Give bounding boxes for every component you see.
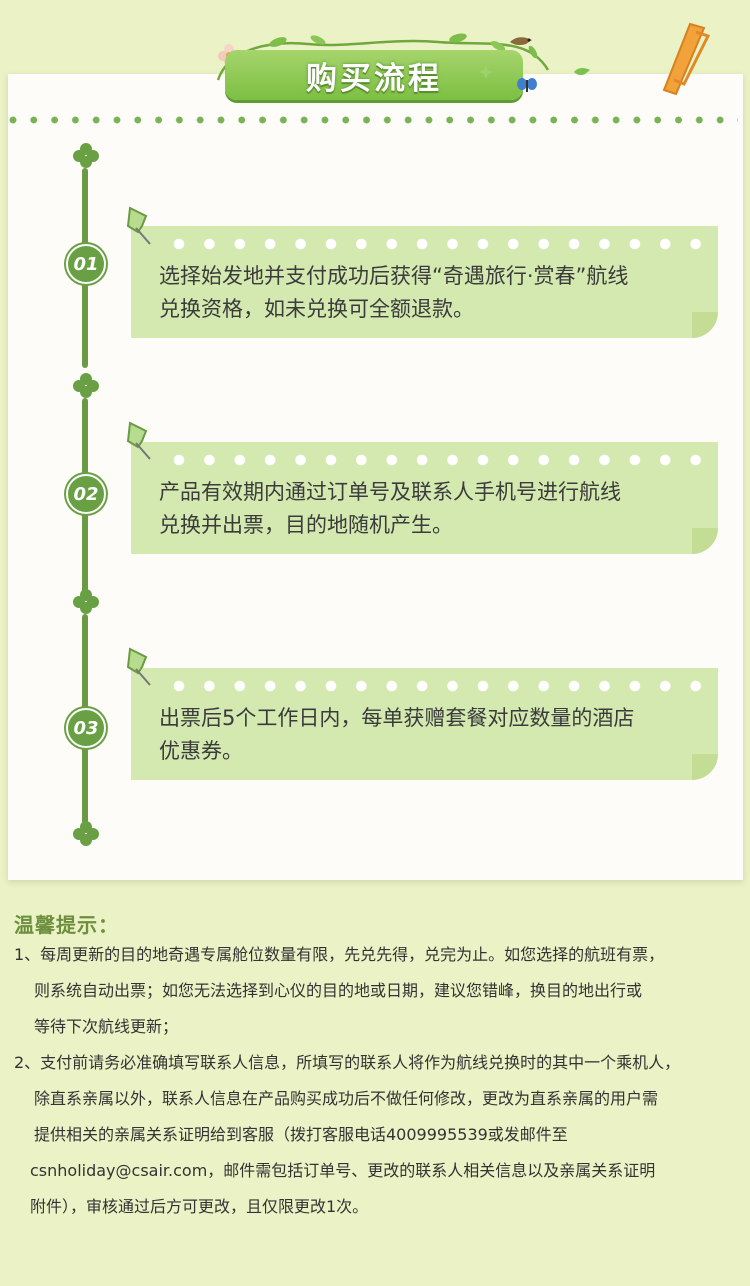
clover-icon xyxy=(73,373,99,398)
step-card-2: 产品有效期内通过订单号及联系人手机号进行航线 兑换并出票，目的地随机产生。 xyxy=(131,442,718,554)
step-text: 产品有效期内通过订单号及联系人手机号进行航线 兑换并出票，目的地随机产生。 xyxy=(159,476,707,542)
clover-icon xyxy=(73,821,99,846)
page-title: 购买流程 xyxy=(306,60,442,97)
clover-icon xyxy=(73,143,99,168)
step-dots xyxy=(173,238,713,250)
title-banner: 购买流程 xyxy=(225,50,523,100)
step-number-badge: 02 xyxy=(66,474,106,514)
pushpin-icon xyxy=(126,206,151,245)
tip-line: 1、每周更新的目的地奇遇专属舱位数量有限，先兑先得，兑完为止。如您选择的航班有票… xyxy=(14,945,665,964)
tip-line: 附件），审核通过后方可更改，且仅限更改1次。 xyxy=(30,1197,369,1216)
tip-line: 提供相关的亲属关系证明给到客服（拨打客服电话4009995539或发邮件至 xyxy=(34,1125,568,1144)
small-leaf-icon xyxy=(479,65,493,79)
step-number-badge: 01 xyxy=(66,244,106,284)
dotted-divider xyxy=(8,115,738,125)
step-card-1: 选择始发地并支付成功后获得“奇遇旅行·赏春”航线 兑换资格，如未兑换可全额退款。 xyxy=(131,226,718,338)
pushpin-icon xyxy=(126,647,151,686)
step-number-badge: 03 xyxy=(66,708,106,748)
tip-line: 除直系亲属以外，联系人信息在产品购买成功后不做任何修改，更改为直系亲属的用户需 xyxy=(34,1089,659,1108)
pushpin-icon xyxy=(126,421,151,460)
title-area: 购买流程 xyxy=(208,30,553,110)
paper-clip-icon xyxy=(662,22,711,96)
tip-line: 2、支付前请务必准确填写联系人信息，所填写的联系人将作为航线兑换时的其中一个乘机… xyxy=(14,1053,681,1072)
step-text-line: 选择始发地并支付成功后获得“奇遇旅行·赏春”航线 xyxy=(159,264,629,288)
step-dots xyxy=(173,680,713,692)
butterfly-icon xyxy=(517,78,537,92)
step-dots xyxy=(173,454,713,466)
clover-icon xyxy=(73,589,99,614)
tip-line: csnholiday@csair.com，邮件需包括订单号、更改的联系人相关信息… xyxy=(30,1161,656,1180)
step-text-line: 优惠券。 xyxy=(159,739,243,763)
step-text-line: 产品有效期内通过订单号及联系人手机号进行航线 xyxy=(159,480,621,504)
vine-decoration xyxy=(216,33,550,81)
step-text-line: 兑换并出票，目的地随机产生。 xyxy=(159,513,453,537)
step-text-line: 出票后5个工作日内，每单获赠套餐对应数量的酒店 xyxy=(159,706,635,730)
step-text: 出票后5个工作日内，每单获赠套餐对应数量的酒店 优惠券。 xyxy=(159,702,707,768)
tips-title: 温馨提示： xyxy=(14,913,119,937)
bird-icon xyxy=(574,67,590,76)
tip-line: 等待下次航线更新； xyxy=(34,1017,179,1036)
step-card-3: 出票后5个工作日内，每单获赠套餐对应数量的酒店 优惠券。 xyxy=(131,668,718,780)
step-text-line: 兑换资格，如未兑换可全额退款。 xyxy=(159,297,474,321)
bird-icon xyxy=(510,37,532,46)
tip-line: 则系统自动出票；如您无法选择到心仪的目的地或日期，建议您错峰，换目的地出行或 xyxy=(34,981,643,1000)
step-text: 选择始发地并支付成功后获得“奇遇旅行·赏春”航线 兑换资格，如未兑换可全额退款。 xyxy=(159,260,707,326)
